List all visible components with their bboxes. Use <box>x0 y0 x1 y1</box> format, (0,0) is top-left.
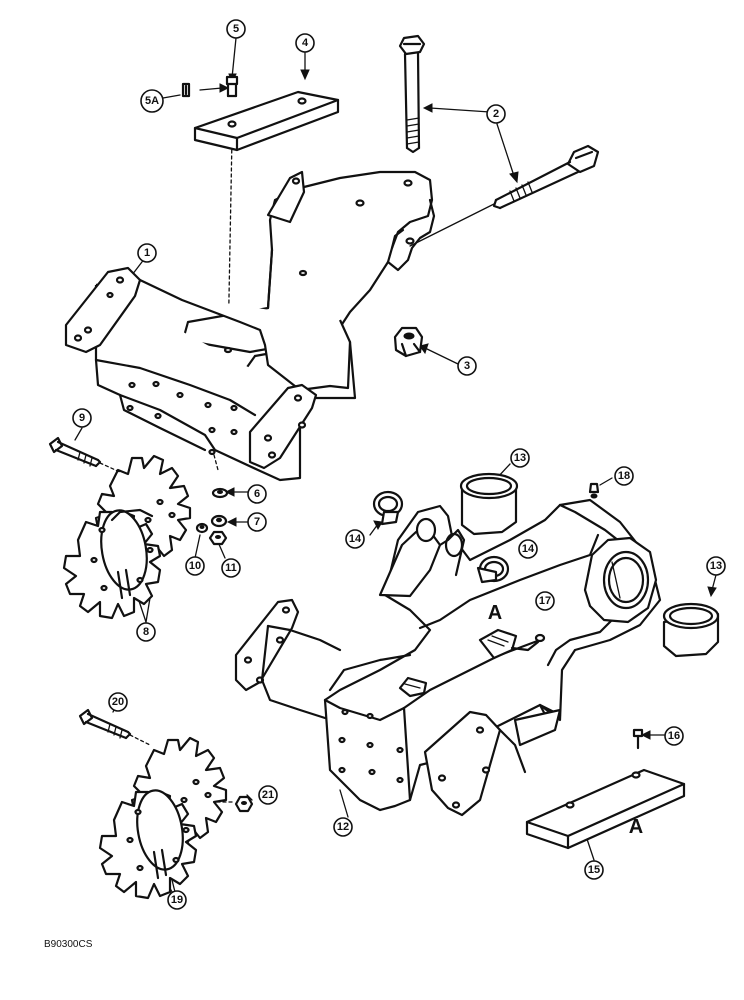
callout-19: 19 <box>167 890 187 910</box>
plate-screw <box>632 728 644 750</box>
callout-10-label: 10 <box>189 560 201 572</box>
callout-6-label: 6 <box>254 488 260 500</box>
callout-16: 16 <box>664 726 684 746</box>
callout-15-label: 15 <box>588 864 600 876</box>
callout-17-label: 17 <box>539 595 551 607</box>
screw <box>181 82 191 98</box>
callout-1: 1 <box>137 243 157 263</box>
callout-9-label: 9 <box>79 412 85 424</box>
callout-21-label: 21 <box>262 789 274 801</box>
washer-small <box>195 522 209 534</box>
callout-12-label: 12 <box>337 821 349 833</box>
bushing-right <box>662 602 720 658</box>
callout-14-right: 14 <box>518 539 538 559</box>
wear-plate <box>525 768 686 850</box>
flanged-bushing-left <box>372 490 404 526</box>
callout-6: 6 <box>247 484 267 504</box>
lock-washer <box>210 514 228 528</box>
callout-18: 18 <box>614 466 634 486</box>
sprocket-bolt-upper <box>48 436 121 473</box>
long-bolt-vertical <box>398 34 426 154</box>
callout-12: 12 <box>333 817 353 837</box>
callout-2: 2 <box>486 104 506 124</box>
callout-16-label: 16 <box>668 730 680 742</box>
callout-21: 21 <box>258 785 278 805</box>
callout-13-upper: 13 <box>510 448 530 468</box>
sprocket-nut-lower <box>213 795 254 813</box>
callout-5a: 5A <box>140 89 164 113</box>
callout-11: 11 <box>221 558 241 578</box>
harness-clip <box>478 628 546 660</box>
callout-14-left-label: 14 <box>349 533 362 545</box>
bushing-upper <box>459 472 519 536</box>
callout-8-label: 8 <box>143 626 149 638</box>
callout-11-label: 11 <box>225 562 237 574</box>
callout-5: 5 <box>226 19 246 39</box>
callout-14-left: 14 <box>345 529 365 549</box>
callout-4: 4 <box>295 33 315 53</box>
callout-13-upper-label: 13 <box>514 452 526 464</box>
sprocket-bolt-lower <box>78 708 151 746</box>
callout-9: 9 <box>72 408 92 428</box>
callout-15: 15 <box>584 860 604 880</box>
pad-plate <box>193 90 340 152</box>
washer <box>211 487 229 499</box>
upper-frame-bracket <box>64 170 436 482</box>
callout-18-label: 18 <box>618 470 630 482</box>
callout-8: 8 <box>136 622 156 642</box>
reference-letter-upper: A <box>488 602 502 624</box>
callout-1-label: 1 <box>144 247 150 259</box>
grease-fitting <box>588 482 600 499</box>
figure-id: B90300CS <box>44 939 93 950</box>
small-bolt <box>225 75 239 98</box>
long-bolt-diagonal <box>409 144 600 247</box>
nut-small <box>208 530 228 546</box>
callout-7: 7 <box>247 512 267 532</box>
lower-sprocket <box>98 736 228 900</box>
callout-10: 10 <box>185 556 205 576</box>
flanged-bushing-right <box>476 555 510 584</box>
callout-17: 17 <box>535 591 555 611</box>
lower-frame-bracket <box>234 498 662 817</box>
callout-3: 3 <box>457 356 477 376</box>
callout-20-label: 20 <box>112 696 124 708</box>
callout-5-label: 5 <box>233 23 239 35</box>
callout-2-label: 2 <box>493 108 499 120</box>
callout-3-label: 3 <box>464 360 470 372</box>
callout-4-label: 4 <box>302 37 309 49</box>
callout-13-right: 13 <box>706 556 726 576</box>
callout-20: 20 <box>108 692 128 712</box>
callout-7-label: 7 <box>254 516 260 528</box>
callout-14-right-label: 14 <box>522 543 535 555</box>
upper-sprocket <box>62 454 192 620</box>
callout-19-label: 19 <box>171 894 183 906</box>
callout-13-right-label: 13 <box>710 560 722 572</box>
hex-nut <box>393 326 424 358</box>
callout-5a-label: 5A <box>145 95 159 107</box>
reference-letter-lower: A <box>629 816 643 838</box>
